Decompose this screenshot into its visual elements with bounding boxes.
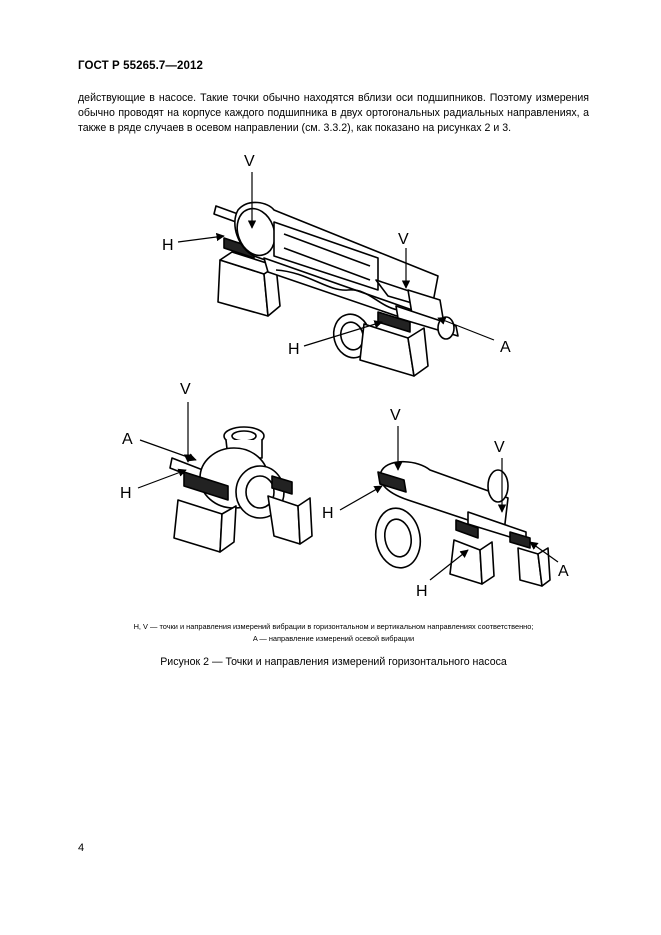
label-v-left: V [180,381,191,398]
body-paragraph: действующие в насосе. Такие точки обычно… [78,91,589,136]
left-pump-arrows [137,402,197,489]
label-h-right-2: H [416,583,428,600]
pump-illustration: V H V H A [120,153,569,600]
label-v-right-2: V [494,439,505,456]
figure-legend: H, V — точки и направления измерений виб… [78,621,589,645]
label-a-right: A [558,563,569,580]
paragraph-line: действующие в насосе. Такие точки обычно… [78,92,589,104]
document-header: ГОСТ Р 55265.7—2012 [78,60,203,72]
figure-caption: Рисунок 2 — Точки и направления измерени… [160,656,507,668]
figure-2: V H V H A [78,140,589,608]
top-pump-arrows [177,172,495,347]
label-h-top: H [162,237,174,254]
label-h-top-right: H [288,341,300,358]
page-number: 4 [78,842,85,854]
label-v-right: V [390,407,401,424]
legend-line: A — направление измерений осевой вибраци… [252,634,415,643]
legend-line: H, V — точки и направления измерений виб… [133,622,534,631]
paragraph-line: также в ряде случаев в осевом направлени… [78,122,512,134]
right-pump-drawing [374,460,551,587]
label-h-right: H [322,505,334,522]
label-v-top-right: V [398,231,409,248]
top-pump-drawing [213,201,459,377]
label-h-left: H [120,485,132,502]
label-v-top: V [244,153,255,170]
right-pump-arrows [339,426,559,581]
label-a-left: A [122,431,133,448]
left-pump-drawing [169,426,313,553]
label-a-top: A [500,339,511,356]
paragraph-line: обычно проводят на корпусе каждого подши… [78,107,589,119]
